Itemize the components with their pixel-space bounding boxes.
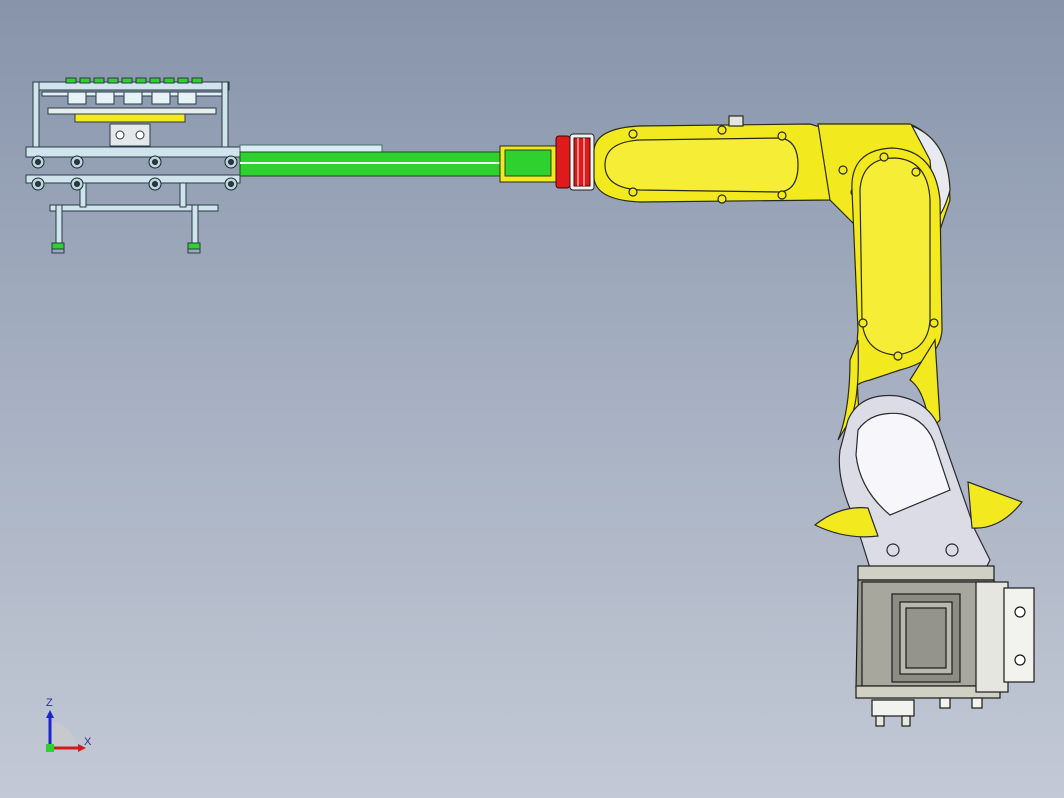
lower-arm[interactable] <box>837 147 943 441</box>
wrist-flange[interactable] <box>555 133 595 191</box>
suction-cups <box>51 204 201 254</box>
roller-group <box>31 155 238 191</box>
arm-extension[interactable] <box>239 144 557 183</box>
nozzle-row <box>65 77 203 105</box>
triad-x-label: X <box>84 736 92 748</box>
robot-base[interactable] <box>855 565 1035 727</box>
upper-arm[interactable] <box>593 115 831 204</box>
vacuum-gripper[interactable] <box>25 77 241 254</box>
triad-z-label: Z <box>46 697 53 709</box>
lower-joint[interactable] <box>813 394 1023 571</box>
coordinate-triad <box>46 710 86 752</box>
